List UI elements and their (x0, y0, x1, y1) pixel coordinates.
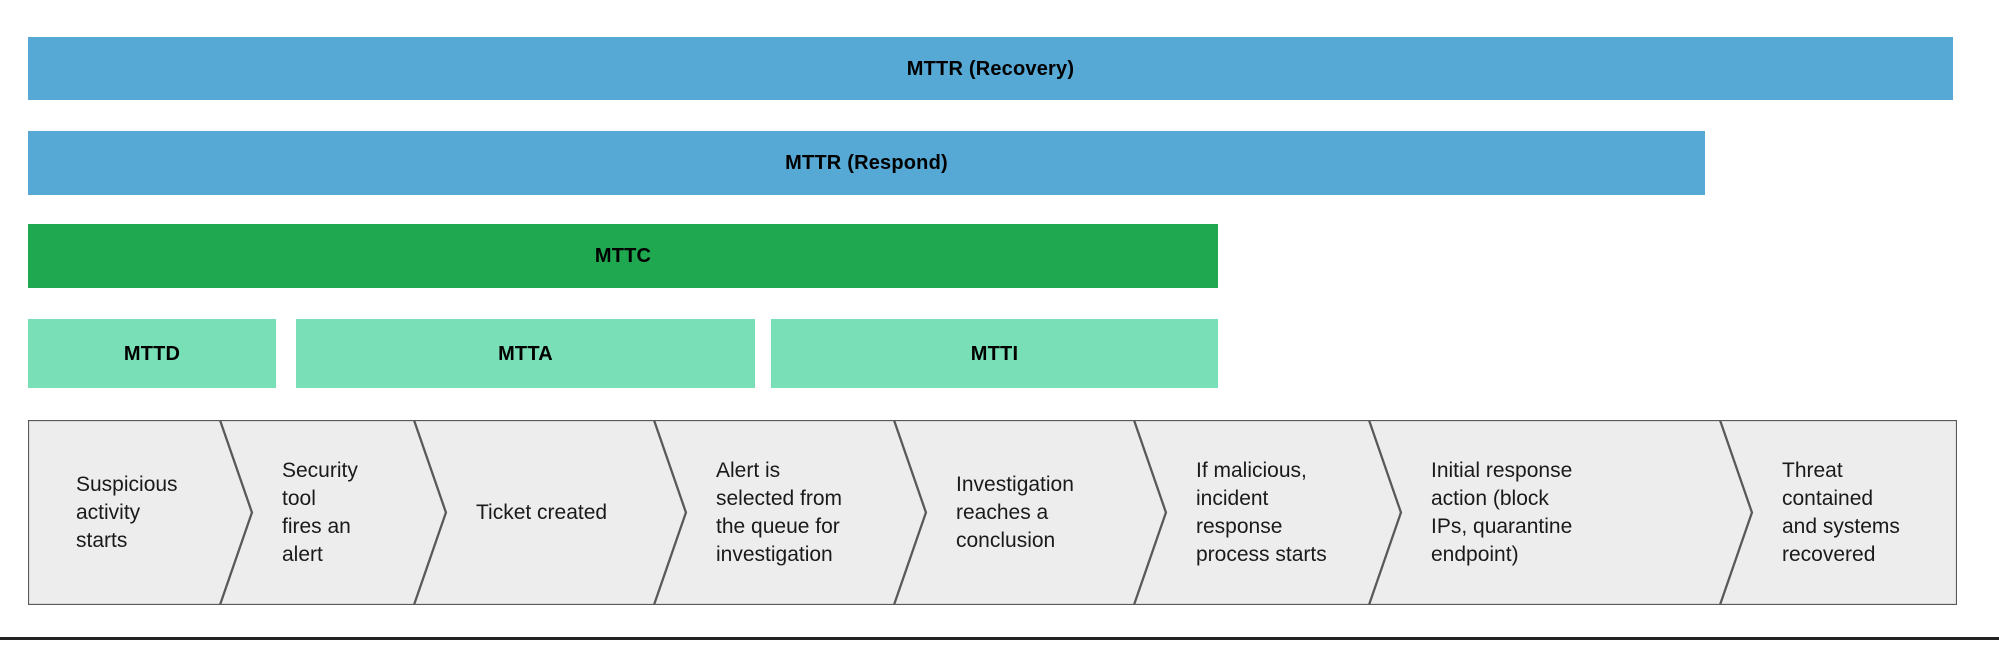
metric-bar-mttd[interactable]: MTTD (28, 319, 276, 388)
process-step-3[interactable] (412, 420, 688, 605)
metric-bar-label: MTTR (Recovery) (906, 57, 1075, 80)
process-step-7[interactable] (1367, 420, 1754, 605)
metric-bar-mttr-respond[interactable]: MTTR (Respond) (28, 131, 1705, 195)
metric-bar-label: MTTC (594, 245, 652, 267)
process-step-6[interactable] (1132, 420, 1403, 605)
metric-bar-mttc[interactable]: MTTC (28, 224, 1218, 288)
metric-bar-label: MTTA (498, 342, 553, 365)
metric-bar-label: MTTR (Respond) (785, 152, 948, 174)
metric-bar-label: MTTI (970, 342, 1019, 365)
metric-bar-mttr-recovery[interactable]: MTTR (Recovery) (28, 37, 1953, 100)
process-step-5[interactable] (892, 420, 1168, 605)
process-flow-shapes (28, 420, 1957, 605)
metric-bar-mtti[interactable]: MTTI (771, 319, 1218, 388)
process-step-8[interactable] (1718, 420, 1957, 605)
metric-bar-label: MTTD (123, 342, 181, 365)
process-step-2[interactable] (218, 420, 448, 605)
footer-divider (0, 637, 1999, 640)
metric-bar-mtta[interactable]: MTTA (296, 319, 755, 388)
process-step-1[interactable] (28, 420, 254, 605)
process-step-4[interactable] (652, 420, 928, 605)
